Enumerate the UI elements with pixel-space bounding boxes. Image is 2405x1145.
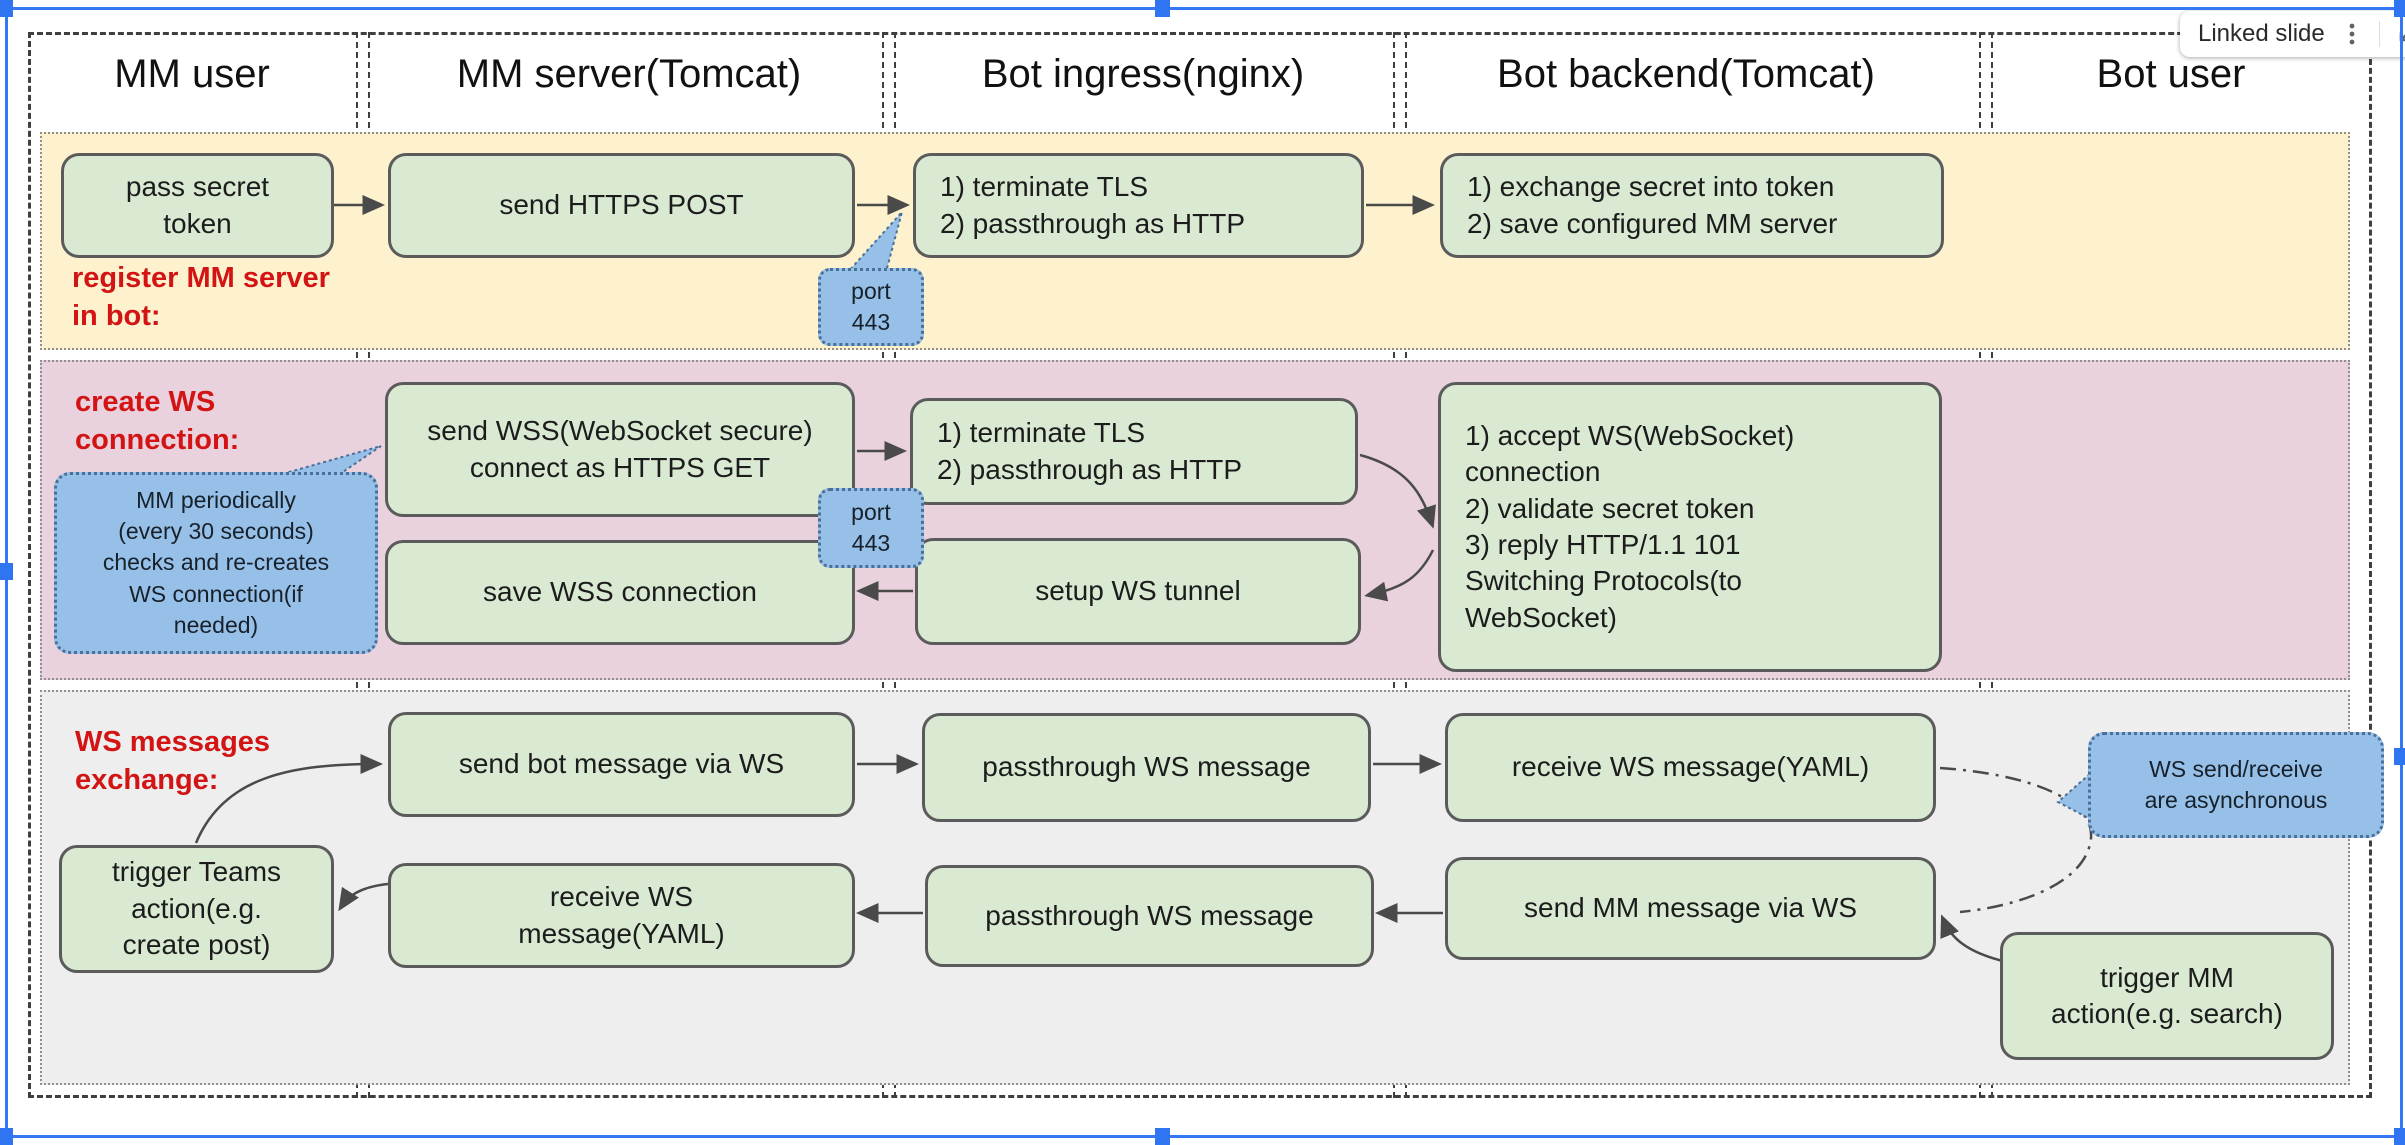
kebab-menu-icon bbox=[2349, 23, 2355, 45]
flow-box-passthrough-bottom: passthrough WS message bbox=[925, 865, 1374, 967]
flow-box-ingress-row2: 1) terminate TLS 2) passthrough as HTTP bbox=[910, 398, 1358, 505]
lane-header-mm-user: MM user bbox=[114, 52, 270, 96]
pill-divider bbox=[2378, 21, 2381, 47]
curve-async-loop bbox=[1939, 766, 2093, 914]
resize-handle-bottom-left[interactable] bbox=[0, 1128, 13, 1145]
ws-async-callout-tail bbox=[2056, 769, 2093, 822]
lane-header-bot-user: Bot user bbox=[2096, 52, 2246, 96]
collapse-button[interactable] bbox=[2390, 17, 2405, 51]
flow-box-receive-ws-mm: receive WS message(YAML) bbox=[388, 863, 855, 968]
flow-box-trigger-mm: trigger MM action(e.g. search) bbox=[2000, 932, 2334, 1060]
lane-header-bot-ingress: Bot ingress(nginx) bbox=[981, 52, 1305, 96]
diagram-outer-border bbox=[28, 32, 2372, 1098]
flow-box-pass-secret: pass secret token bbox=[61, 153, 334, 258]
flow-box-send-bot-msg: send bot message via WS bbox=[388, 712, 855, 817]
flow-box-backend-row2: 1) accept WS(WebSocket) connection 2) va… bbox=[1438, 382, 1942, 672]
resize-handle-top-right[interactable] bbox=[2394, 0, 2405, 17]
curve-ingress-to-backend bbox=[1359, 453, 1436, 529]
resize-handle-bottom-middle[interactable] bbox=[1155, 1128, 1170, 1145]
flow-box-send-https-post: send HTTPS POST bbox=[388, 153, 855, 258]
port-top-callout-tail bbox=[845, 211, 903, 273]
resize-handle-bottom-right[interactable] bbox=[2394, 1128, 2405, 1145]
row-label-create-ws: create WS connection: bbox=[75, 386, 240, 456]
selection-border-top bbox=[5, 7, 2402, 10]
linked-slide-badge: Linked slide bbox=[2180, 11, 2405, 57]
flow-box-send-mm-msg: send MM message via WS bbox=[1445, 857, 1936, 960]
resize-handle-top-left[interactable] bbox=[0, 0, 13, 17]
resize-handle-middle-left[interactable] bbox=[0, 563, 13, 580]
flow-box-save-wss: save WSS connection bbox=[385, 540, 855, 645]
selection-border-bottom bbox=[0, 1135, 2405, 1138]
flow-box-trigger-teams: trigger Teams action(e.g. create post) bbox=[59, 845, 334, 973]
more-options-button[interactable] bbox=[2335, 17, 2369, 51]
flow-box-ingress-row1: 1) terminate TLS 2) passthrough as HTTP bbox=[913, 153, 1364, 258]
curve-trigger-to-sendbot bbox=[194, 754, 383, 844]
flow-box-receive-ws-bot: receive WS message(YAML) bbox=[1445, 713, 1936, 822]
flow-box-setup-tunnel: setup WS tunnel bbox=[915, 538, 1361, 645]
resize-handle-top-middle[interactable] bbox=[1155, 0, 1170, 17]
callout-port-443-top: port 443 bbox=[818, 268, 924, 346]
curve-triggermm-to-sendmm bbox=[1940, 914, 2008, 964]
curve-backend-to-tunnel bbox=[1364, 549, 1435, 602]
linked-slide-label: Linked slide bbox=[2198, 20, 2325, 47]
flow-box-send-wss: send WSS(WebSocket secure) connect as HT… bbox=[385, 382, 855, 517]
selection-border-right bbox=[2400, 0, 2403, 1145]
callout-ws-async: WS send/receive are asynchronous bbox=[2088, 732, 2384, 838]
row-label-register: register MM server in bot: bbox=[72, 262, 330, 332]
row-label-ws-exchange: WS messages exchange: bbox=[75, 726, 271, 796]
lane-header-bot-backend: Bot backend(Tomcat) bbox=[1497, 52, 1875, 96]
flow-box-passthrough-top: passthrough WS message bbox=[922, 713, 1371, 822]
flow-box-backend-row1: 1) exchange secret into token 2) save co… bbox=[1440, 153, 1944, 258]
resize-handle-middle-right[interactable] bbox=[2394, 748, 2405, 765]
curve-recv-to-trigger bbox=[338, 882, 389, 912]
callout-mm-periodically: MM periodically (every 30 seconds) check… bbox=[54, 472, 378, 654]
lane-header-mm-server: MM server(Tomcat) bbox=[456, 52, 802, 96]
callout-port-443-mid: port 443 bbox=[818, 488, 924, 568]
